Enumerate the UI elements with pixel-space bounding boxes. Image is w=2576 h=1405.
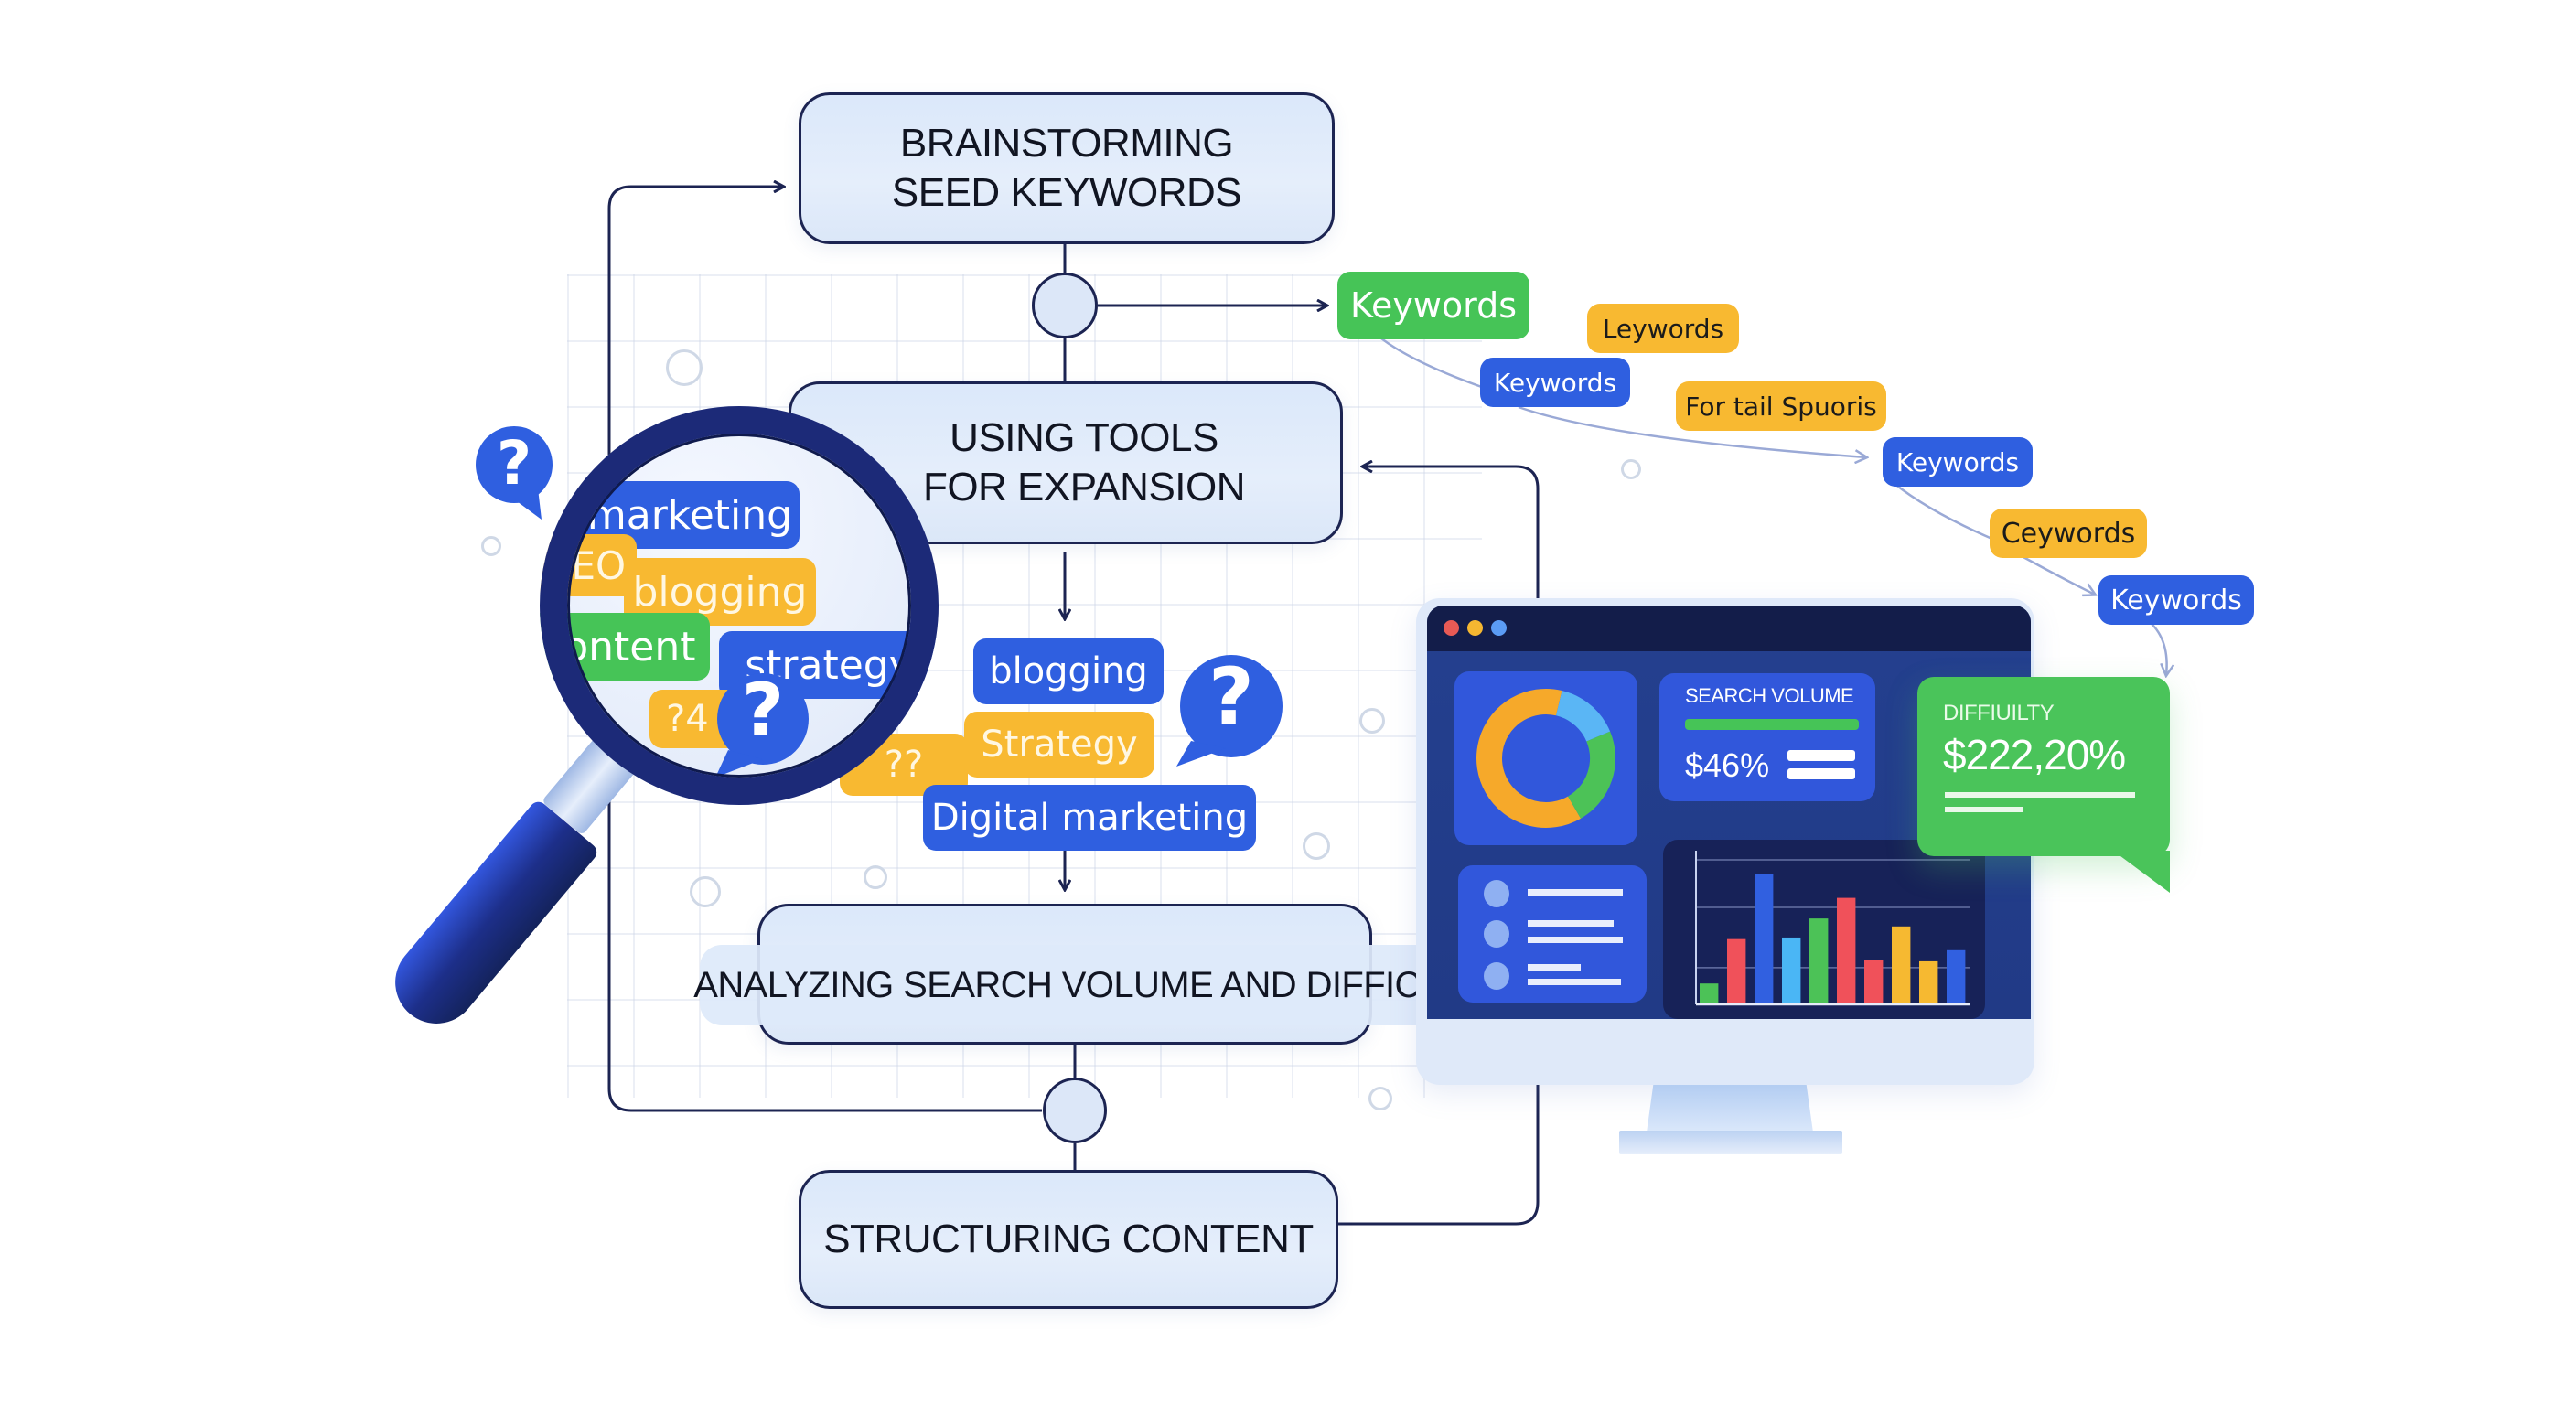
keyword-chip[interactable]: Strategy [964, 712, 1154, 778]
deco-circle [1368, 1087, 1392, 1110]
donut-slice [1476, 689, 1615, 828]
keyword-chip[interactable]: Keywords [1883, 437, 2033, 487]
menu-lines-icon [1787, 750, 1855, 761]
chain-curve-2 [1518, 405, 1866, 457]
deco-circle [1303, 832, 1330, 860]
chart-bar [1700, 983, 1719, 1003]
junction-node-1 [1032, 273, 1098, 338]
keyword-chip[interactable]: blogging [973, 638, 1164, 704]
keyword-chip[interactable]: For tail Spuoris [1676, 381, 1886, 431]
chart-bar [1809, 918, 1829, 1003]
donut-slice [1476, 689, 1615, 828]
difficulty-title: DIFFIUILTY [1943, 701, 2055, 725]
difficulty-value: $222,20% [1943, 731, 2126, 778]
junction-node-2 [1043, 1078, 1107, 1143]
list-line [1528, 937, 1623, 943]
donut-chart [1476, 689, 1615, 828]
difficulty-line [1945, 807, 2023, 812]
monitor-stand [1647, 1085, 1813, 1132]
difficulty-card-tail [2113, 851, 2170, 893]
chart-bar [1892, 926, 1911, 1003]
list-avatar [1484, 962, 1509, 990]
deco-circle [1359, 708, 1385, 734]
question-bubble-icon [476, 426, 553, 520]
chart-bar [1755, 874, 1774, 1003]
chain-curve-3 [1893, 482, 1995, 542]
keyword-chip[interactable]: Keywords [2098, 575, 2254, 625]
keyword-chip[interactable]: Digital marketing [923, 785, 1256, 851]
difficulty-line [1945, 792, 2135, 798]
question-bubble-icon [1176, 655, 1283, 767]
chart-bar [1837, 897, 1856, 1003]
list-avatar [1484, 920, 1509, 948]
window-maximize-dot[interactable] [1491, 620, 1507, 636]
list-line [1528, 889, 1623, 896]
difficulty-card: DIFFIUILTY $222,20% [1917, 677, 2170, 856]
bar-chart-panel [1663, 840, 1985, 1019]
window-minimize-dot[interactable] [1467, 620, 1483, 636]
keyword-chip[interactable]: Leywords [1587, 304, 1739, 353]
chart-bar [1782, 937, 1801, 1003]
search-volume-value: $46% [1685, 746, 1770, 784]
question-mark: ? [496, 428, 532, 499]
magnifier-rim [540, 406, 939, 805]
question-mark: ? [1208, 651, 1254, 743]
search-volume-title: SEARCH VOLUME [1685, 684, 1854, 707]
list-line [1528, 979, 1621, 985]
dashboard-titlebar [1427, 606, 2031, 651]
step-analyzing-search-volume-and-difficulty[interactable]: ANALYZING SEARCH VOLUME AND DIFFICULTY [693, 945, 1509, 1025]
keyword-chip[interactable]: Keywords [1337, 272, 1530, 339]
deco-circle [1621, 459, 1641, 479]
chart-bar [1727, 938, 1746, 1003]
deco-circle [690, 876, 721, 907]
chain-curve-5 [2149, 621, 2167, 675]
search-volume-panel: SEARCH VOLUME $46% [1659, 673, 1875, 801]
chart-bar [1919, 960, 1938, 1003]
donut-panel [1454, 671, 1637, 845]
list-line [1528, 920, 1614, 927]
magnifier: marketing SEO blogging Content strategy … [378, 402, 979, 1061]
list-line [1528, 964, 1581, 971]
monitor-stand-base [1619, 1131, 1842, 1154]
window-close-dot[interactable] [1444, 620, 1459, 636]
chart-bar [1864, 960, 1884, 1003]
keyword-chip[interactable]: Ceywords [1990, 509, 2147, 558]
list-avatar [1484, 880, 1509, 907]
keyword-chip[interactable]: Keywords [1480, 358, 1630, 407]
magnifier-handle-grip [378, 798, 601, 1041]
deco-circle [666, 349, 703, 386]
step-brainstorming-seed-keywords[interactable]: BRAINSTORMING SEED KEYWORDS [799, 92, 1335, 244]
chart-bar [1947, 949, 1966, 1003]
step-structuring-content[interactable]: STRUCTURING CONTENT [799, 1170, 1338, 1309]
deco-circle [864, 865, 887, 889]
deco-circle [481, 536, 501, 556]
menu-lines-icon [1787, 768, 1855, 779]
chain-curve-4 [2021, 554, 2095, 595]
list-panel [1458, 865, 1647, 1003]
bar-chart [1695, 851, 1970, 1006]
search-volume-bar [1685, 719, 1859, 730]
